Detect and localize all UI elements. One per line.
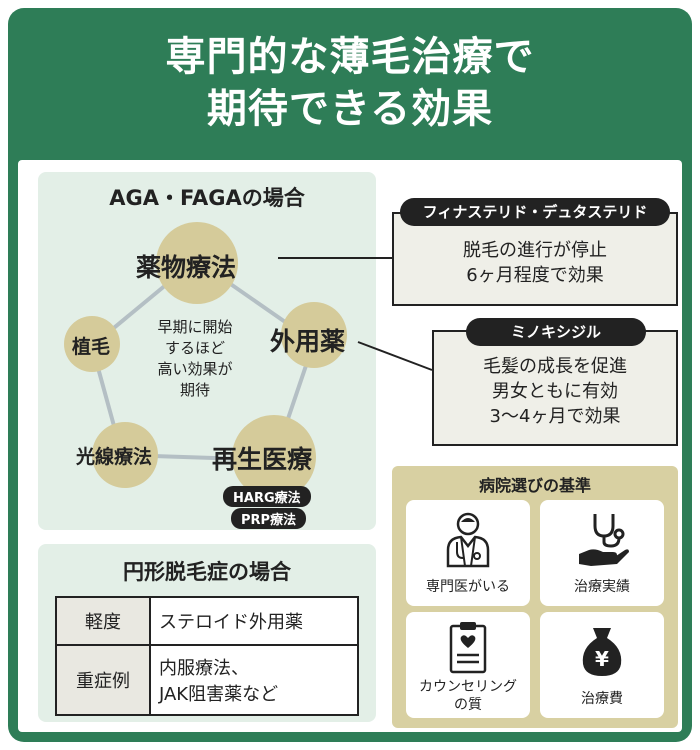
content-area: AGA・FAGAの場合 薬物療法 外用薬 再生医療 光線療法 植毛 早期に開始 … (18, 160, 682, 732)
hand-stethoscope-icon (579, 514, 629, 566)
yen-pouch-icon: ¥ (582, 628, 622, 676)
callout-minoxidil-body: 毛髪の成長を促進 男女ともに有効 3～4ヶ月で効果 (434, 354, 676, 429)
page-title-line2: 期待できる効果 (206, 86, 494, 132)
card-counseling: カウンセリング の質 (406, 612, 530, 718)
node-label-gaiyou: 外用薬 (270, 327, 346, 356)
node-circle-saisei (232, 415, 316, 499)
alopecia-panel: 円形脱毛症の場合 軽度 ステロイド外用薬 重症例 内服療法、 JAK阻害薬など (38, 544, 376, 722)
card-label: 治療実績 (574, 579, 630, 595)
callout-finasteride: 脱毛の進行が停止 6ヶ月程度で効果 (392, 212, 678, 306)
title-area: 専門的な薄毛治療で 期待できる効果 (8, 8, 692, 158)
card-label: 治療費 (581, 691, 623, 707)
center-note-line: するほど (164, 339, 225, 357)
pill-harg: HARG療法 (223, 486, 311, 507)
doctor-icon (446, 512, 490, 568)
callout-finasteride-head: フィナステリド・デュタステリド (400, 198, 670, 226)
pill-prp: PRP療法 (231, 508, 307, 529)
clipboard-icon (449, 622, 487, 674)
row-key: 重症例 (55, 644, 151, 716)
row-key: 軽度 (55, 596, 151, 646)
center-note: 早期に開始 するほど 高い効果が 期待 (120, 317, 270, 401)
node-label-saisei: 再生医療 (212, 445, 313, 474)
infographic-frame: 専門的な薄毛治療で 期待できる効果 AGA・FAGAの場合 薬物療法 外用薬 再… (8, 8, 692, 742)
center-note-line: 期待 (179, 381, 210, 399)
node-circle-yakubutsu (156, 222, 238, 304)
hospital-heading: 病院選びの基準 (478, 476, 591, 495)
card-cost: ¥ 治療費 (540, 612, 664, 718)
callout-minoxidil: 毛髪の成長を促進 男女ともに有効 3～4ヶ月で効果 (432, 330, 678, 446)
row-value-line: JAK阻害薬など (159, 684, 279, 705)
row-value: ステロイド外用薬 (149, 596, 359, 646)
node-circle-shokumou (64, 316, 120, 372)
aga-heading: AGA・FAGAの場合 (109, 186, 305, 210)
card-track-record: 治療実績 (540, 500, 664, 606)
node-label-kousen: 光線療法 (76, 446, 153, 468)
row-value-line: 内服療法、 (159, 658, 249, 679)
callout-line: 毛髪の成長を促進 (483, 356, 627, 377)
row-value: 内服療法、 JAK阻害薬など (149, 644, 359, 716)
page-title-line1: 専門的な薄毛治療で (165, 34, 535, 80)
center-note-line: 早期に開始 (157, 318, 233, 336)
card-label: カウンセリング (419, 679, 517, 695)
node-circle-gaiyou (281, 302, 347, 368)
callout-line: 脱毛の進行が停止 (463, 240, 607, 261)
callout-connectors (278, 257, 433, 371)
node-label-shokumou: 植毛 (72, 336, 111, 358)
svg-text:¥: ¥ (595, 647, 609, 671)
alopecia-heading: 円形脱毛症の場合 (123, 560, 291, 584)
callout-line: 3～4ヶ月で効果 (489, 406, 621, 427)
table-row: 重症例 内服療法、 JAK阻害薬など (55, 644, 359, 716)
callout-minoxidil-head: ミノキシジル (466, 318, 646, 346)
node-circle-kousen (92, 422, 158, 488)
connector-minoxidil (357, 341, 433, 371)
card-label: の質 (454, 697, 482, 713)
card-specialist: 専門医がいる (406, 500, 530, 606)
table-row: 軽度 ステロイド外用薬 (55, 596, 359, 646)
card-label: 専門医がいる (426, 579, 510, 595)
center-note-line: 高い効果が (157, 360, 233, 378)
callout-line: 男女ともに有効 (492, 381, 618, 402)
hospital-panel: 病院選びの基準 専門医がいる (392, 466, 678, 728)
callout-finasteride-body: 脱毛の進行が停止 6ヶ月程度で効果 (394, 238, 676, 288)
alopecia-table: 軽度 ステロイド外用薬 重症例 内服療法、 JAK阻害薬など (55, 596, 359, 716)
node-label-yakubutsu: 薬物療法 (136, 253, 237, 282)
callout-line: 6ヶ月程度で効果 (466, 265, 604, 286)
aga-panel: AGA・FAGAの場合 薬物療法 外用薬 再生医療 光線療法 植毛 早期に開始 … (38, 172, 376, 530)
